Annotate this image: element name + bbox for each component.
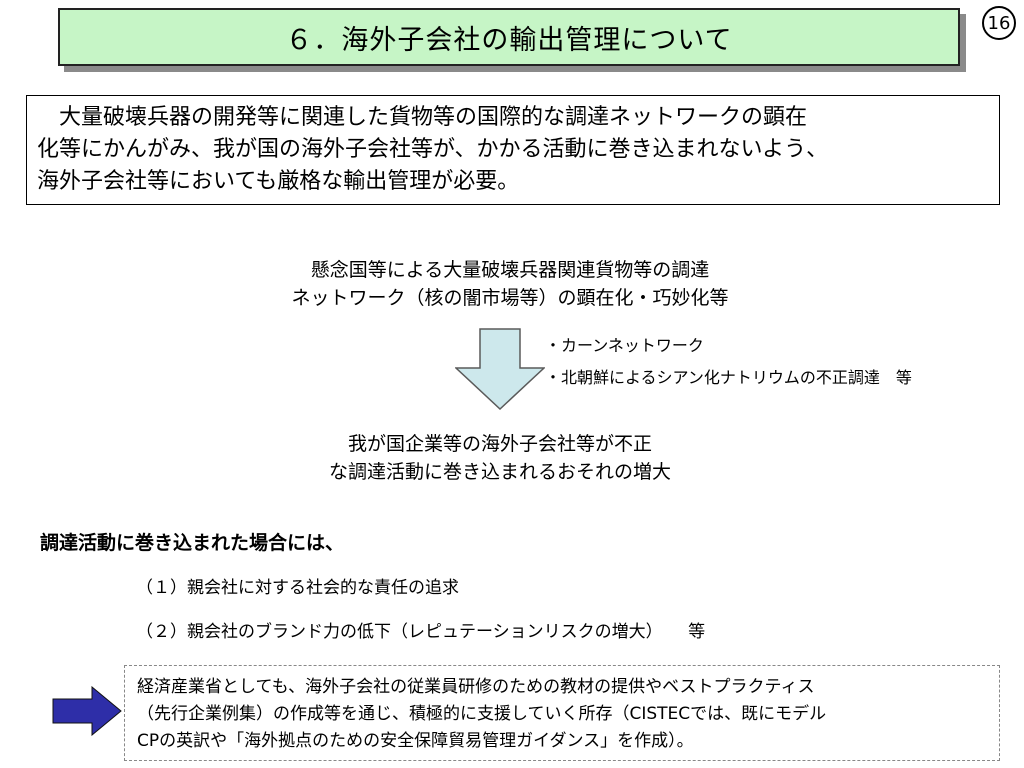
consequence-item: （１）親会社に対する社会的な責任の追求 <box>136 578 459 598</box>
conclusion-line: 経済産業省としても、海外子会社の従業員研修のための教材の提供やベストプラクティス <box>137 677 815 697</box>
conclusion-line: CPの英訳や「海外拠点のための安全保障貿易管理ガイダンス」を作成）。 <box>137 731 694 751</box>
page-number-badge: 16 <box>982 6 1016 40</box>
summary-line: 海外子会社等においても厳格な輸出管理が必要。 <box>37 169 520 194</box>
risk-text: 我が国企業等の海外子会社等が不正 な調達活動に巻き込まれるおそれの増大 <box>240 430 760 486</box>
example-item: ・北朝鮮によるシアン化ナトリウムの不正調達 等 <box>545 368 912 387</box>
examples-list: ・カーンネットワーク ・北朝鮮によるシアン化ナトリウムの不正調達 等 <box>545 330 912 394</box>
example-item: ・カーンネットワーク <box>545 336 704 355</box>
page-title: ６．海外子会社の輸出管理について <box>58 8 960 66</box>
right-arrow-shape <box>52 686 122 736</box>
summary-box: 大量破壊兵器の開発等に関連した貨物等の国際的な調達ネットワークの顕在 化等にかん… <box>26 95 1000 205</box>
concern-line: 懸念国等による大量破壊兵器関連貨物等の調達 <box>310 259 710 281</box>
consequences-heading: 調達活動に巻き込まれた場合には、 <box>40 532 345 554</box>
consequence-item: （２）親会社のブランド力の低下（レピュテーションリスクの増大） 等 <box>136 622 706 642</box>
risk-line: 我が国企業等の海外子会社等が不正 <box>347 433 652 455</box>
summary-line: 化等にかんがみ、我が国の海外子会社等が、かかる活動に巻き込まれないよう、 <box>37 137 829 162</box>
down-arrow-shape <box>455 328 545 410</box>
concern-text: 懸念国等による大量破壊兵器関連貨物等の調達 ネットワーク（核の闇市場等）の顕在化… <box>180 256 840 312</box>
risk-line: な調達活動に巻き込まれるおそれの増大 <box>328 461 671 483</box>
right-arrow-icon <box>52 686 122 736</box>
concern-line: ネットワーク（核の闇市場等）の顕在化・巧妙化等 <box>291 287 729 309</box>
summary-line: 大量破壊兵器の開発等に関連した貨物等の国際的な調達ネットワークの顕在 <box>59 105 808 130</box>
conclusion-line: （先行企業例集）の作成等を通じ、積極的に支援していく所存（CISTECでは、既に… <box>137 704 827 724</box>
down-arrow-icon <box>455 328 545 410</box>
conclusion-box: 経済産業省としても、海外子会社の従業員研修のための教材の提供やベストプラクティス… <box>124 665 1000 761</box>
